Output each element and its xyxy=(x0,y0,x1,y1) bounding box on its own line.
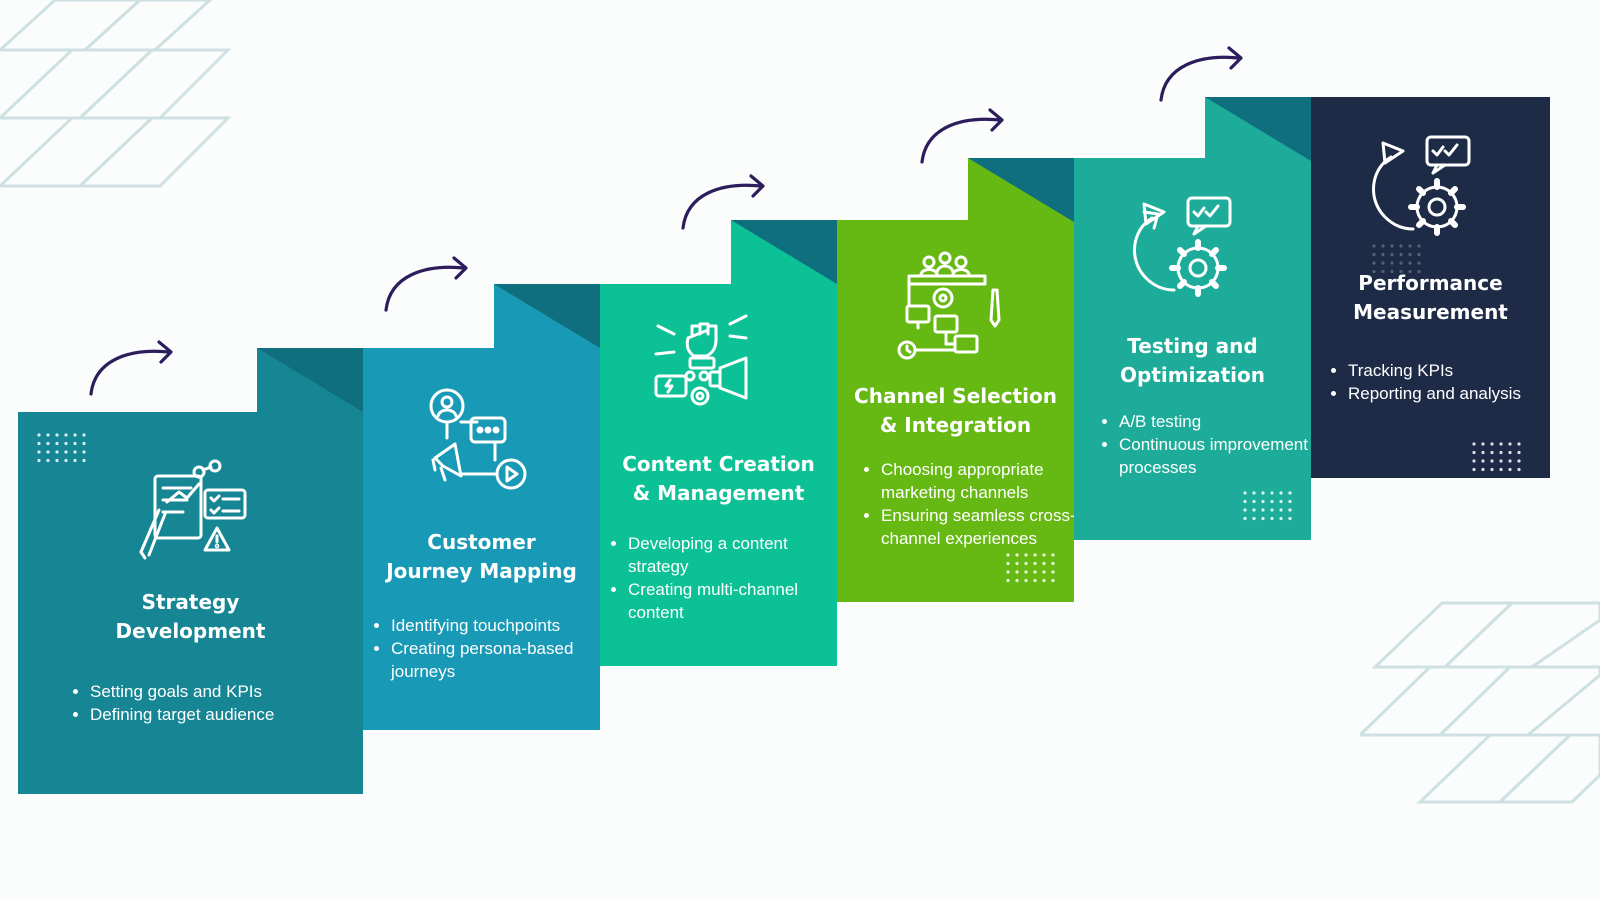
decorative-dot-grid xyxy=(1471,441,1523,477)
panel-fold-performance-measurement xyxy=(1205,97,1311,161)
channel-flowchart-icon xyxy=(893,250,1013,366)
curved-arrow-icon xyxy=(384,256,468,312)
step-bullet-item: Developing a content strategy xyxy=(628,532,845,578)
step-bullet-list: Developing a content strategyCreating mu… xyxy=(606,532,845,624)
decorative-grid-top-left xyxy=(0,0,232,188)
step-bullet-item: Ensuring seamless cross-channel experien… xyxy=(881,504,1082,550)
panel-fold-content-creation xyxy=(494,284,600,348)
curved-arrow-icon xyxy=(89,340,173,396)
step-title-line: Customer xyxy=(427,530,536,554)
step-title-line: Strategy xyxy=(141,590,240,614)
step-title-line: Content Creation xyxy=(622,452,815,476)
curved-arrow-icon xyxy=(920,108,1004,164)
step-title-line: Performance xyxy=(1358,271,1503,295)
decorative-dot-grid xyxy=(1005,552,1057,588)
decorative-dot-grid xyxy=(1242,490,1294,526)
performance-cycle-icon xyxy=(1363,133,1483,249)
step-title-line: Channel Selection xyxy=(854,384,1057,408)
step-bullet-item: A/B testing xyxy=(1119,410,1319,433)
decorative-dot-grid-faint xyxy=(1371,243,1423,279)
step-title-line: Development xyxy=(115,619,266,643)
step-title-line: & Integration xyxy=(879,413,1032,437)
step-bullet-item: Tracking KPIs xyxy=(1348,359,1558,382)
step-bullet-list: A/B testingContinuous improvement proces… xyxy=(1097,410,1319,479)
step-bullet-item: Setting goals and KPIs xyxy=(90,680,371,703)
customer-journey-icon xyxy=(413,384,533,500)
decorative-grid-bottom-right xyxy=(1360,601,1600,804)
step-bullet-item: Creating persona-based journeys xyxy=(391,637,608,683)
panel-fold-channel-selection xyxy=(731,220,837,284)
step-title-line: Testing and xyxy=(1127,334,1258,358)
step-bullet-item: Creating multi-channel content xyxy=(628,578,845,624)
step-panel-content-creation: Content Creation& ManagementDeveloping a… xyxy=(600,284,837,666)
step-bullet-item: Continuous improvement processes xyxy=(1119,433,1319,479)
testing-cycle-icon xyxy=(1124,194,1244,310)
step-title-line: Optimization xyxy=(1120,363,1265,387)
step-title-line: Journey Mapping xyxy=(386,559,577,583)
content-creation-icon xyxy=(650,314,770,430)
step-title-line: & Management xyxy=(632,481,805,505)
step-bullet-item: Reporting and analysis xyxy=(1348,382,1558,405)
strategy-document-icon xyxy=(133,452,253,568)
step-bullet-list: Setting goals and KPIsDefining target au… xyxy=(68,680,371,726)
step-panel-channel-selection: Channel Selection& IntegrationChoosing a… xyxy=(837,220,1076,602)
step-bullet-list: Identifying touchpointsCreating persona-… xyxy=(369,614,608,683)
step-title-line: Measurement xyxy=(1353,300,1508,324)
panel-fold-testing-optimization xyxy=(968,158,1074,222)
step-bullet-item: Identifying touchpoints xyxy=(391,614,608,637)
panel-fold-customer-journey-mapping xyxy=(257,348,363,412)
step-bullet-list: Tracking KPIsReporting and analysis xyxy=(1326,359,1558,405)
step-bullet-item: Defining target audience xyxy=(90,703,371,726)
step-title: Content Creation & Management xyxy=(613,450,825,508)
step-bullet-item: Choosing appropriate marketing channels xyxy=(881,458,1082,504)
curved-arrow-icon xyxy=(681,174,765,230)
step-title: Channel Selection & Integration xyxy=(843,382,1069,440)
step-bullet-list: Choosing appropriate marketing channelsE… xyxy=(859,458,1082,550)
step-panel-strategy-development: StrategyDevelopmentSetting goals and KPI… xyxy=(18,412,363,794)
decorative-dot-grid xyxy=(36,432,88,468)
step-panel-performance-measurement: PerformanceMeasurementTracking KPIsRepor… xyxy=(1311,97,1550,478)
step-panel-testing-optimization: Testing andOptimizationA/B testingContin… xyxy=(1074,158,1311,540)
curved-arrow-icon xyxy=(1159,46,1243,102)
